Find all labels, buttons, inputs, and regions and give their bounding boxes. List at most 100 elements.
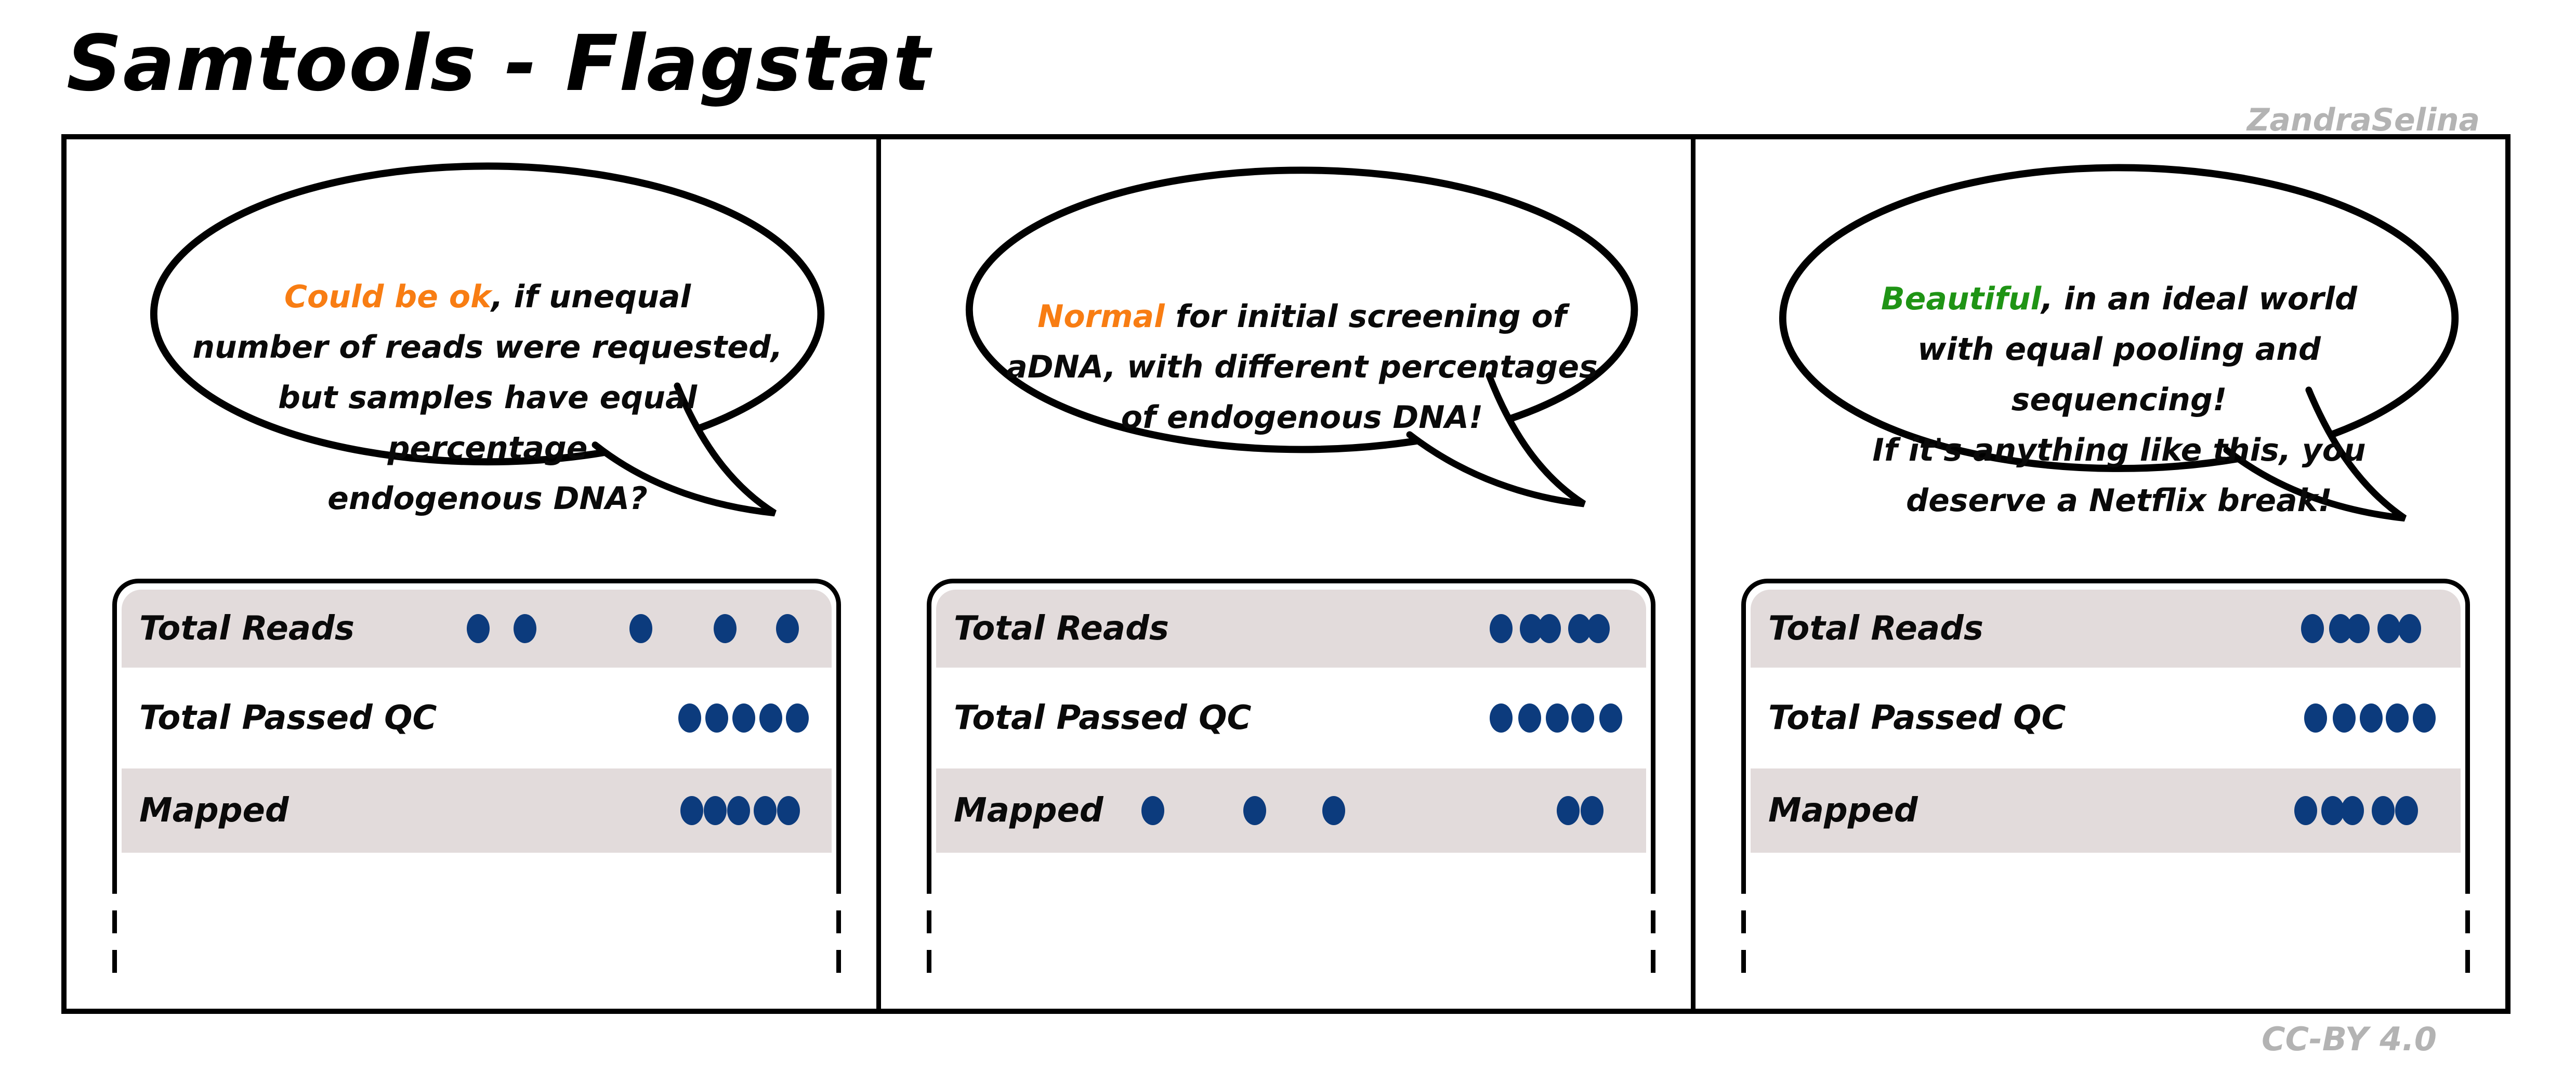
sample-dot bbox=[1581, 796, 1604, 825]
table-row-total-passed-qc: Total Passed QC bbox=[1751, 668, 2461, 768]
table-continuation-dashes bbox=[112, 871, 117, 973]
speech-bubble-text: Could be ok, if unequal number of reads … bbox=[181, 221, 794, 524]
sample-dot bbox=[2398, 614, 2421, 643]
sample-dot bbox=[2372, 796, 2395, 825]
speech-bubble-tail bbox=[592, 382, 777, 517]
table-row-total-passed-qc: Total Passed QC bbox=[122, 668, 832, 768]
table-row-mapped: Mapped bbox=[1751, 768, 2461, 853]
sample-dot bbox=[513, 614, 536, 643]
comic-panel-2: Normal for initial screening of aDNA, wi… bbox=[876, 139, 1691, 1009]
sample-dot bbox=[2359, 703, 2383, 733]
sample-dot bbox=[759, 703, 782, 733]
row-label: Total Passed QC bbox=[954, 699, 1252, 737]
dot-strip bbox=[1751, 590, 2461, 668]
sample-dot bbox=[1490, 614, 1513, 643]
sample-dot bbox=[1587, 614, 1610, 643]
speech-bubble-text: Normal for initial screening of aDNA, wi… bbox=[995, 241, 1609, 443]
sample-dot bbox=[629, 614, 652, 643]
sample-dot bbox=[2332, 703, 2356, 733]
dot-strip bbox=[936, 668, 1646, 768]
row-label: Mapped bbox=[139, 791, 289, 830]
sample-dot bbox=[680, 796, 703, 825]
speech-bubble-tail bbox=[2223, 386, 2407, 522]
page-title: Samtools - Flagstat bbox=[67, 19, 931, 108]
sample-dot bbox=[732, 703, 755, 733]
bubble-lead-word: Normal bbox=[1037, 298, 1165, 335]
sample-dot bbox=[2304, 703, 2328, 733]
dot-strip bbox=[1751, 668, 2461, 768]
sample-dot bbox=[1571, 703, 1595, 733]
speech-bubble-ellipse bbox=[150, 162, 825, 466]
table-row-mapped: Mapped bbox=[936, 768, 1646, 853]
sample-dot bbox=[777, 796, 800, 825]
table-row-total-passed-qc: Total Passed QC bbox=[936, 668, 1646, 768]
speech-bubble bbox=[150, 162, 825, 517]
table-continuation-dashes bbox=[1651, 871, 1655, 973]
sample-dot bbox=[1141, 796, 1164, 825]
flagstat-table: Total Reads Total Passed QC Mapped bbox=[927, 579, 1655, 871]
bubble-lead-word: Could be ok bbox=[284, 279, 491, 315]
sample-dot bbox=[727, 796, 751, 825]
sample-dot bbox=[466, 614, 490, 643]
row-label: Total Reads bbox=[1768, 609, 1983, 648]
row-label: Total Passed QC bbox=[139, 699, 437, 737]
bubble-lead-word: Beautiful bbox=[1881, 281, 2042, 317]
sample-dot bbox=[2386, 703, 2409, 733]
sample-dot bbox=[1518, 703, 1541, 733]
sample-dot bbox=[776, 614, 799, 643]
sample-dot bbox=[1538, 614, 1561, 643]
sample-dot bbox=[1546, 703, 1569, 733]
speech-bubble bbox=[1779, 164, 2459, 522]
table-continuation-dashes bbox=[836, 871, 841, 973]
flagstat-table: Total Reads Total Passed QC Mapped bbox=[112, 579, 841, 871]
row-label: Total Reads bbox=[954, 609, 1169, 648]
sample-dot bbox=[1490, 703, 1513, 733]
bubble-rest-text: , in an ideal world with equal pooling a… bbox=[1872, 281, 2366, 519]
sample-dot bbox=[1568, 614, 1591, 643]
bubble-rest-text: for initial screening of aDNA, with diff… bbox=[1006, 298, 1598, 436]
comic-frame: Could be ok, if unequal number of reads … bbox=[61, 134, 2511, 1014]
sample-dot bbox=[678, 703, 701, 733]
flagstat-table: Total Reads Total Passed QC Mapped bbox=[1741, 579, 2470, 871]
sample-dot bbox=[2341, 796, 2364, 825]
sample-dot bbox=[2395, 796, 2419, 825]
bubble-rest-text: , if unequal number of reads were reques… bbox=[192, 279, 783, 517]
row-label: Mapped bbox=[1768, 791, 1918, 830]
sample-dot bbox=[1556, 796, 1580, 825]
sample-dot bbox=[2321, 796, 2345, 825]
sample-dot bbox=[705, 703, 728, 733]
sample-dot bbox=[714, 614, 737, 643]
table-row-total-reads: Total Reads bbox=[936, 590, 1646, 668]
table-row-total-reads: Total Reads bbox=[1751, 590, 2461, 668]
table-continuation-dashes bbox=[927, 871, 931, 973]
sample-dot bbox=[2377, 614, 2401, 643]
sample-dot bbox=[2294, 796, 2318, 825]
speech-bubble-tail bbox=[1406, 372, 1586, 507]
table-row-mapped: Mapped bbox=[122, 768, 832, 853]
sample-dot bbox=[1243, 796, 1267, 825]
dot-strip bbox=[122, 768, 832, 853]
license-text: CC-BY 4.0 bbox=[2262, 1020, 2437, 1058]
comic-panel-1: Could be ok, if unequal number of reads … bbox=[67, 139, 876, 1009]
sample-dot bbox=[2301, 614, 2324, 643]
author-signature: ZandraSelina bbox=[2247, 102, 2480, 138]
row-label: Mapped bbox=[954, 791, 1103, 830]
table-row-total-reads: Total Reads bbox=[122, 590, 832, 668]
dot-strip bbox=[936, 768, 1646, 853]
speech-bubble-ellipse bbox=[965, 166, 1638, 453]
table-continuation-dashes bbox=[1741, 871, 1746, 973]
sample-dot bbox=[1322, 796, 1345, 825]
row-label: Total Reads bbox=[139, 609, 354, 648]
sample-dot bbox=[2413, 703, 2436, 733]
speech-bubble-ellipse bbox=[1779, 164, 2459, 472]
sample-dot bbox=[753, 796, 777, 825]
dot-strip bbox=[936, 590, 1646, 668]
sample-dot bbox=[2347, 614, 2370, 643]
speech-bubble-text: Beautiful, in an ideal world with equal … bbox=[1812, 224, 2426, 526]
sample-dot bbox=[703, 796, 727, 825]
table-continuation-dashes bbox=[2465, 871, 2470, 973]
row-label: Total Passed QC bbox=[1768, 699, 2066, 737]
sample-dot bbox=[786, 703, 809, 733]
dot-strip bbox=[1751, 768, 2461, 853]
